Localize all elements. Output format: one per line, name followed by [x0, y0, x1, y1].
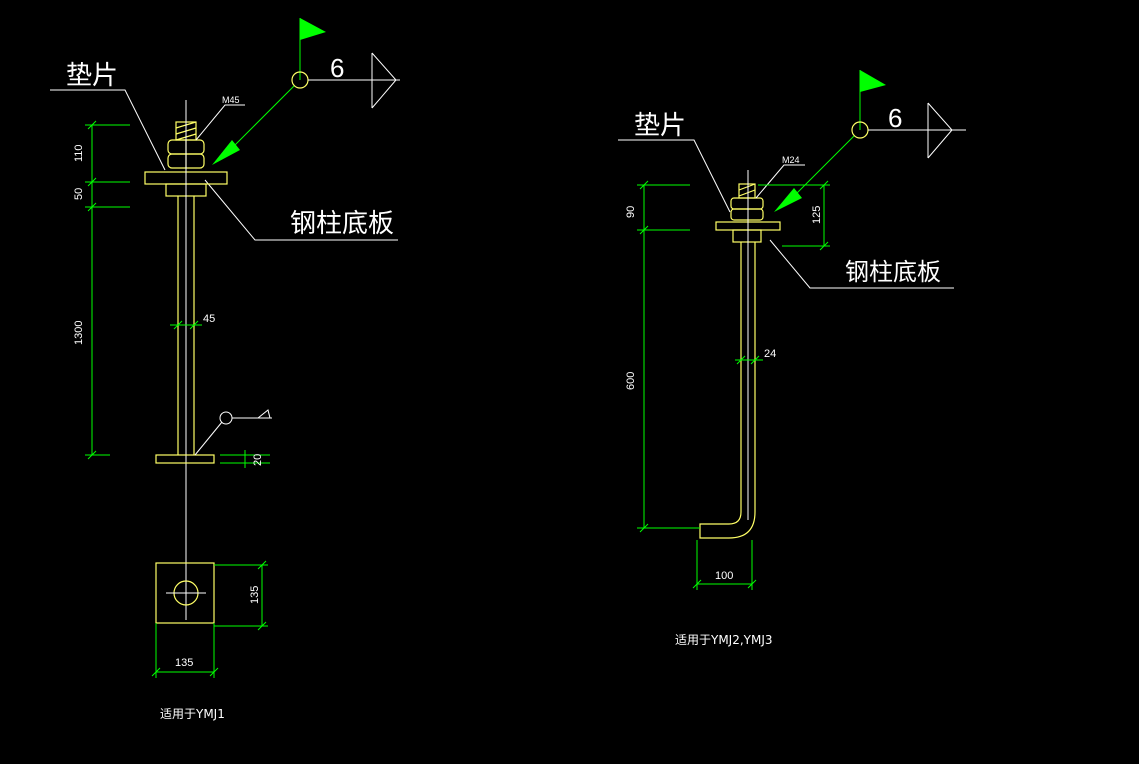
left-caption: 适用于YMJ1: [160, 707, 225, 721]
right-baseplate-label: 钢柱底板: [845, 258, 941, 286]
left-spec-leader: [195, 104, 245, 141]
right-section-number: 6: [888, 103, 902, 133]
right-dim-top: 90: [625, 206, 637, 218]
left-anchor-detail: 6 M45: [50, 18, 400, 721]
right-caption: 适用于YMJ2,YMJ3: [675, 633, 773, 647]
left-dim-end-plate: 20: [252, 454, 264, 466]
right-side-dim: [758, 180, 830, 251]
right-diameter-dim: [735, 355, 763, 365]
left-bolt-spec: M45: [222, 95, 240, 105]
left-dim-washer: 50: [73, 188, 85, 200]
right-anchor-detail: 6 M24 90 600: [618, 70, 966, 647]
right-dim-shank-length: 600: [625, 372, 637, 390]
left-dim-top-nut: 110: [73, 144, 85, 162]
left-section-number: 6: [330, 53, 344, 83]
left-plate-plan: [151, 560, 268, 678]
left-gasket-label: 垫片: [66, 61, 118, 91]
left-endplate-dim: [220, 450, 270, 468]
right-dim-hook: 100: [715, 570, 733, 582]
right-spec-leader: [755, 164, 805, 199]
right-bolt: [699, 170, 781, 539]
left-gasket-leader: [50, 89, 166, 171]
right-gasket-leader: [618, 139, 731, 213]
left-diameter-dim: [170, 320, 202, 330]
right-hook-dim: [692, 540, 757, 590]
left-dim-plate-height: 135: [249, 586, 261, 604]
left-section-flag: [212, 18, 400, 165]
right-vertical-dims: [637, 180, 700, 533]
left-dim-shank-length: 1300: [73, 321, 85, 345]
left-bolt: [144, 100, 228, 620]
right-bolt-spec: M24: [782, 155, 800, 165]
left-dim-plate-width: 135: [175, 657, 193, 669]
left-vertical-dims: [85, 120, 130, 460]
left-baseplate-label: 钢柱底板: [290, 209, 394, 239]
left-dim-diameter: 45: [203, 313, 215, 325]
right-dim-diameter: 24: [764, 348, 776, 360]
right-gasket-label: 垫片: [634, 111, 686, 141]
left-baseplate-leader: [204, 179, 398, 241]
right-dim-height: 125: [811, 206, 823, 224]
left-weld-symbol: [194, 409, 272, 456]
right-baseplate-leader: [769, 239, 954, 289]
right-section-flag: [774, 70, 966, 212]
